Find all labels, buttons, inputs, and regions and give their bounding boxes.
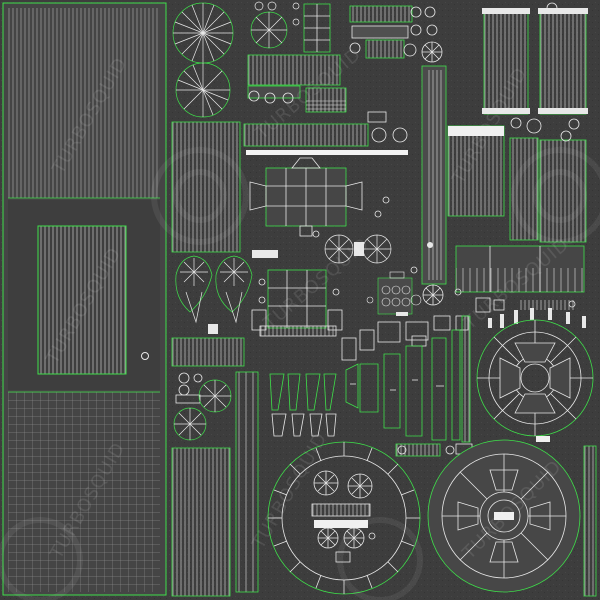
frame-structure — [251, 269, 343, 337]
top-fan-discs — [172, 1, 300, 118]
vertical-tube — [410, 65, 447, 306]
bottom-center-wheel — [267, 441, 421, 595]
trapezoid-parts — [269, 373, 337, 437]
left-center-column — [171, 121, 259, 597]
right-tall-strip — [461, 315, 471, 443]
watermark-logo — [0, 147, 600, 600]
right-top-columns — [447, 2, 588, 243]
center-wheel-pairs — [252, 234, 392, 264]
center-upper-strips — [243, 54, 408, 155]
top-center-blocks — [303, 3, 443, 63]
large-wheel-right — [476, 319, 594, 442]
left-small-fans — [173, 379, 232, 441]
fan-wing-pair — [175, 255, 253, 324]
small-wheel-cluster — [366, 271, 422, 316]
segment-row — [488, 308, 586, 328]
bottom-right-strip — [583, 445, 597, 597]
cabin-shape — [249, 157, 390, 238]
right-tank — [454, 245, 585, 313]
bottom-right-wheel — [427, 439, 581, 593]
left-tall-panel — [2, 2, 167, 596]
